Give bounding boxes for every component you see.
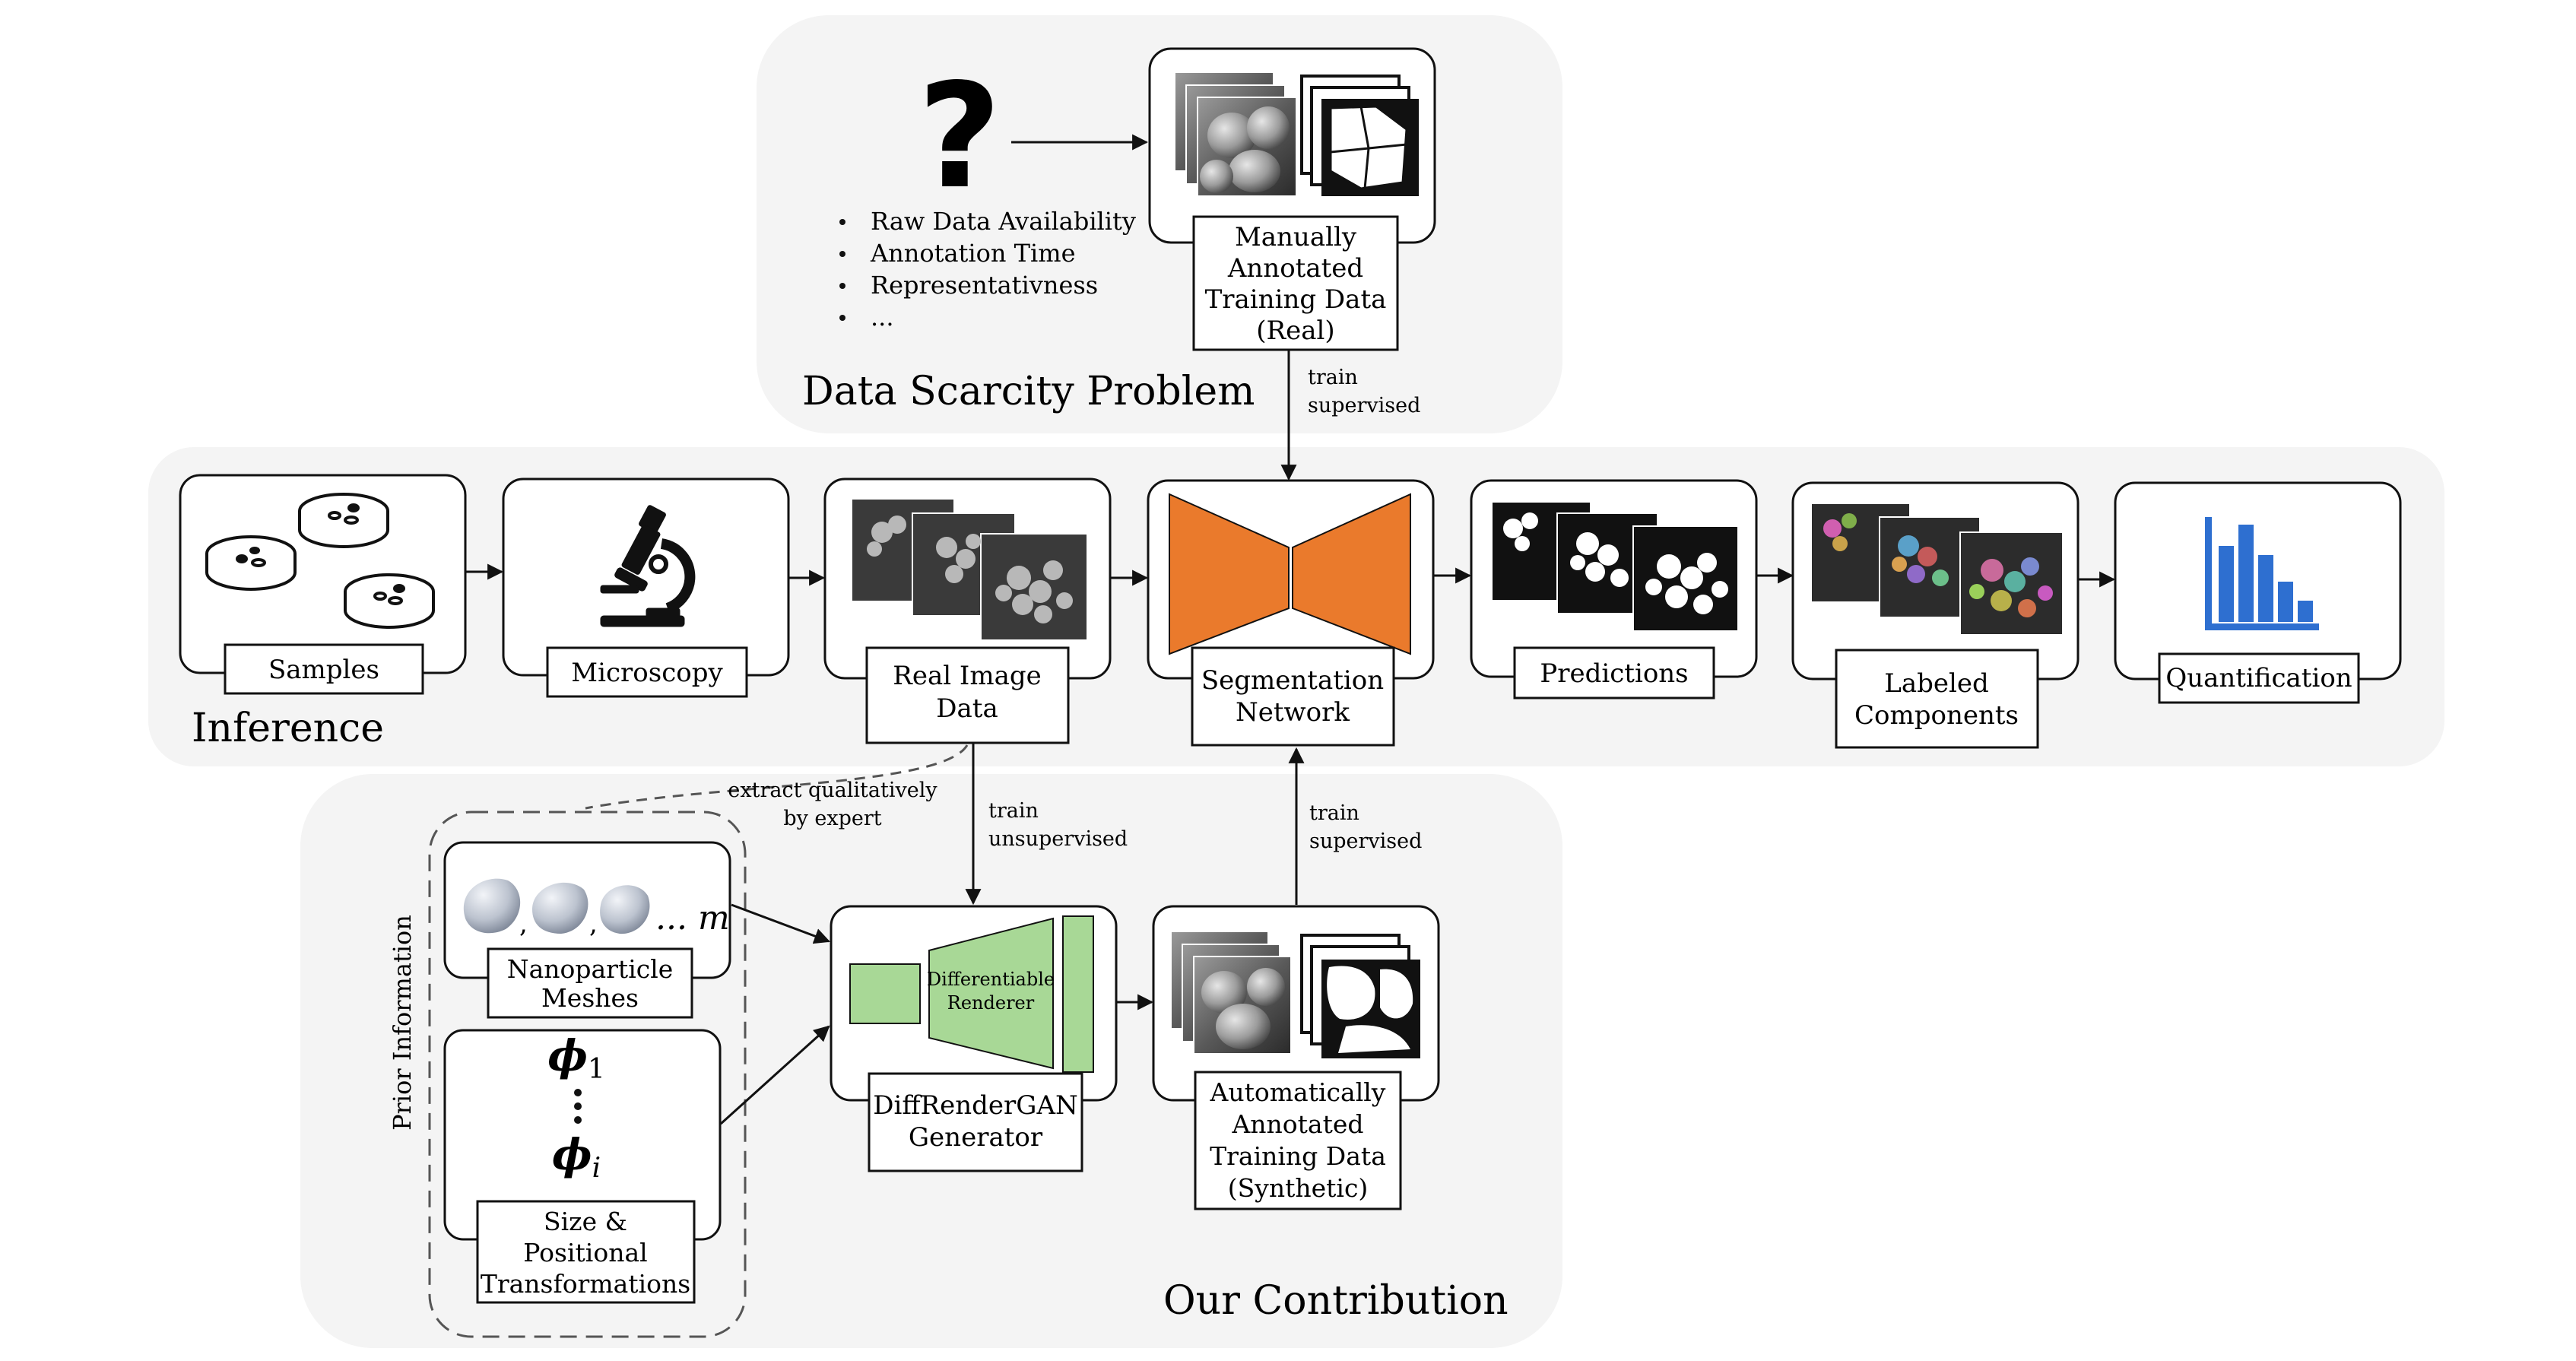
generator-label-line-1: DiffRenderGAN xyxy=(873,1090,1078,1121)
microscope-icon xyxy=(600,505,696,627)
petri-dish-icon xyxy=(205,493,435,629)
synthetic-label-line-4: (Synthetic) xyxy=(1228,1173,1369,1203)
colored-instance-stack xyxy=(1810,503,2064,636)
labeled-label-box xyxy=(1835,649,2039,749)
contribution-title: Our Contribution xyxy=(1163,1278,1508,1324)
predictions-label-box xyxy=(1513,646,1715,700)
svg-text:,: , xyxy=(589,909,598,939)
train-supervised-bottom-1: train xyxy=(1309,801,1359,825)
phi-i-subscript: i xyxy=(592,1153,601,1184)
microscopy-node xyxy=(502,477,790,677)
renderer-label-line-2: Renderer xyxy=(947,992,1035,1014)
manual-label-line-3: Training Data xyxy=(1205,284,1387,315)
real-image-label-line-1: Real Image xyxy=(893,661,1042,691)
phi-1-symbol: ϕ xyxy=(547,1031,588,1081)
manual-label-line-4: (Real) xyxy=(1256,316,1334,346)
train-supervised-top-1: train xyxy=(1308,366,1358,389)
train-unsupervised-1: train xyxy=(988,799,1039,823)
samples-label-box xyxy=(224,643,424,695)
microscopy-label: Microscopy xyxy=(571,658,723,688)
data-scarcity-title: Data Scarcity Problem xyxy=(802,369,1255,414)
train-unsupervised-2: unsupervised xyxy=(988,827,1128,851)
prior-info-label: Prior Information xyxy=(388,915,417,1131)
phi-1: ϕ1 xyxy=(547,1031,605,1085)
synthetic-label-box xyxy=(1194,1071,1402,1210)
svg-text:,: , xyxy=(519,909,528,939)
generator-label-line-2: Generator xyxy=(909,1122,1043,1153)
binary-mask-stack xyxy=(1491,501,1739,632)
bullet-ellipsis: ... xyxy=(871,303,894,332)
bullet-raw-data: Raw Data Availability xyxy=(871,207,1136,236)
transform-label-line-2: Positional xyxy=(523,1238,647,1267)
manual-sem-stack xyxy=(1174,71,1297,197)
synthetic-mask-stack xyxy=(1300,934,1420,1058)
encoder-decoder-icon xyxy=(1169,493,1411,655)
transform-label-box xyxy=(476,1200,696,1304)
extract-dashed-line xyxy=(585,744,969,810)
segnet-label-box xyxy=(1191,646,1395,747)
synthetic-sem-stack xyxy=(1170,931,1292,1055)
manual-label-line-2: Annotated xyxy=(1227,253,1363,284)
inference-title: Inference xyxy=(192,706,384,751)
labeled-label-line-1: Labeled xyxy=(1884,668,1989,699)
meshes-label-box xyxy=(487,947,693,1019)
bullet-annotation-time: Annotation Time xyxy=(870,239,1076,268)
labeled-label-line-2: Components xyxy=(1854,700,2019,731)
bullet-representativness: Representativness xyxy=(871,271,1098,300)
renderer-label-line-1: Differentiable xyxy=(927,969,1055,990)
scarcity-bullets: Raw Data Availability Annotation Time Re… xyxy=(839,207,1136,332)
renderer-icon xyxy=(849,915,1094,1073)
synthetic-label-line-1: Automatically xyxy=(1210,1077,1386,1107)
generator-label-box xyxy=(868,1072,1083,1172)
segnet-label-line-2: Network xyxy=(1236,697,1350,728)
meshes-label-line-1: Nanoparticle xyxy=(507,954,674,984)
train-supervised-top-2: supervised xyxy=(1308,394,1420,417)
transform-label-line-3: Transformations xyxy=(481,1269,690,1299)
manual-label-line-1: Manually xyxy=(1235,222,1357,252)
meshes-suffix: ... m xyxy=(655,899,730,937)
prior-info-box xyxy=(428,811,747,1338)
bar-chart-icon xyxy=(2205,517,2319,630)
train-supervised-bottom-2: supervised xyxy=(1309,830,1422,853)
sem-image-stack xyxy=(851,498,1088,641)
quantification-label: Quantification xyxy=(2165,663,2352,693)
real-image-label-box xyxy=(865,646,1070,744)
vertical-dots xyxy=(574,1089,582,1124)
samples-label: Samples xyxy=(268,655,379,685)
extract-label-line-2: by expert xyxy=(783,807,881,830)
quantification-node xyxy=(2114,481,2402,680)
microscopy-label-box xyxy=(546,646,748,698)
synthetic-label-line-2: Annotated xyxy=(1231,1109,1363,1139)
extract-label-line-1: extract qualitatively xyxy=(728,779,937,802)
phi-1-subscript: 1 xyxy=(588,1054,605,1085)
predictions-label: Predictions xyxy=(1540,658,1688,689)
synthetic-label-line-3: Training Data xyxy=(1210,1141,1386,1171)
phi-i-symbol: ϕ xyxy=(552,1130,592,1180)
transform-label-line-1: Size & xyxy=(544,1207,627,1236)
manual-label-box xyxy=(1192,215,1399,351)
manual-mask-stack xyxy=(1300,75,1419,196)
segnet-label-line-1: Segmentation xyxy=(1201,665,1384,696)
phi-i: ϕi xyxy=(552,1130,601,1184)
mesh-icons: , , xyxy=(463,878,650,939)
meshes-label-line-2: Meshes xyxy=(541,983,639,1013)
arrow-meshes-to-generator xyxy=(731,903,830,944)
question-mark: ? xyxy=(918,52,1001,220)
arrow-transform-to-generator xyxy=(719,1025,830,1125)
real-image-label-line-2: Data xyxy=(936,693,998,724)
quantification-label-box xyxy=(2158,652,2360,704)
